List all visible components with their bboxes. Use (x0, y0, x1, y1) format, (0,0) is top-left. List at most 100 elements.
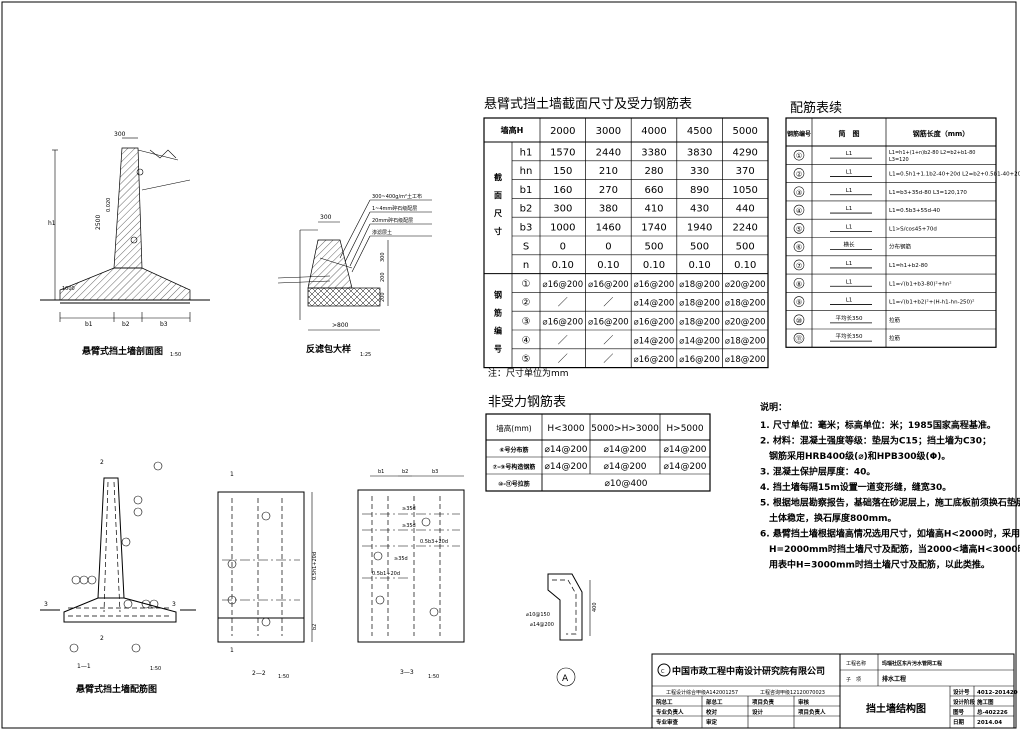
dim-h1-1: 2440 (596, 147, 621, 158)
rebar-view-2-2: 0.5h1+20d b2 1 1 2—2 1:50 (217, 471, 318, 680)
rebar-view-3-3: b1 b2 b3 ≥35d ≥35d 0.5b3+20d 0.5b1+20d ≥… (357, 469, 465, 680)
wall-section-drawing: 300 b1 b2 b3 h1 2500 0.020 1000 悬臂式挡土墙剖面… (40, 131, 210, 358)
section-dim-b1: b1 (85, 321, 93, 328)
dim-label-S: S (523, 241, 529, 252)
dim-n-4: 0.10 (734, 260, 756, 271)
dim-n-2: 0.10 (643, 260, 665, 271)
rebar-0-1: ⌀16@200 (588, 280, 629, 290)
dim-b1-0: 160 (553, 185, 572, 196)
config-length-9: 拉筋 (889, 316, 901, 324)
rebar-4-1: ／ (603, 353, 613, 365)
dim-n-0: 0.10 (552, 260, 574, 271)
section-group-char: 寸 (494, 226, 502, 236)
config-length-5: 分布钢筋 (889, 243, 912, 251)
tb-role-6: 设计 (752, 708, 764, 716)
config-length-1: L1=0.5h1+1.1b2-40+20d L2=b2+0.5b1-40+20d (889, 171, 1020, 177)
config-id-3: ④ (796, 207, 802, 215)
dim-n-3: 0.10 (688, 260, 710, 271)
rebar-1-1: ／ (603, 297, 613, 309)
config-id-10: ⑪ (796, 335, 803, 343)
config-sketch-9: 平均长350 (836, 314, 863, 322)
tb-role-1: 部总工 (706, 698, 723, 706)
rebar-3-0: ／ (558, 334, 568, 346)
rebar-group-char: 钢 (494, 290, 502, 300)
tb-field-value-0: 4012-201420 (977, 690, 1018, 696)
section-dim-b3: b3 (160, 321, 168, 328)
company-name: 中国市政工程中南设计研究院有限公司 (672, 665, 825, 677)
dim-hn-3: 330 (690, 166, 709, 177)
non-0-2: ⌀14@200 (663, 445, 706, 455)
svg-text:≥35d: ≥35d (402, 523, 416, 529)
rebar-2-3: ⌀18@200 (679, 318, 720, 328)
tb-role-3: 审核 (798, 698, 810, 706)
svg-text:b2: b2 (402, 469, 408, 475)
notes-block: 1. 尺寸单位：毫米；标高单位：米；1985国家高程基准。2. 材料：混凝土强度… (760, 419, 1020, 571)
notes-heading: 说明： (760, 401, 787, 413)
rebar-group-char: 筋 (493, 308, 502, 318)
dim-b2-4: 440 (736, 204, 755, 215)
section-group-char: 尺 (494, 209, 502, 218)
rebar-11-label: 1—1 (77, 663, 91, 670)
rebar-3-2: ⌀14@200 (634, 336, 675, 346)
rebar-label-1: ② (522, 298, 531, 309)
dim-label-b1: b1 (520, 185, 533, 196)
title-block: C 中国市政工程中南设计研究院有限公司 工程设计综合甲级A142001257 工… (651, 653, 1018, 729)
dim-label-hn: hn (520, 166, 533, 177)
tb-role-9: 审定 (706, 718, 718, 726)
rebar-section-1-1: 3 3 2 2 1—1 1:50 悬臂式挡土墙配筋图 (40, 459, 196, 695)
header-height-5000: 5000 (732, 126, 757, 137)
dim-b3-0: 1000 (550, 223, 575, 234)
section-scale: 1:50 (170, 352, 181, 358)
dim-hn-0: 150 (553, 166, 572, 177)
title-block-roles: 院总工部总工项目负责审核专业负责人校对设计项目负责人专业审查审定 (656, 698, 826, 726)
dim-hn-2: 280 (644, 166, 663, 177)
config-id-6: ⑦ (796, 262, 802, 270)
rebar-3-4: ⌀18@200 (725, 336, 766, 346)
rebar-label-4: ⑤ (522, 354, 531, 365)
section-group-char: 截 (494, 172, 502, 182)
rebar-1-4: ⌀18@200 (725, 299, 766, 309)
svg-text:⌀10@150: ⌀10@150 (526, 612, 550, 618)
dim-S-2: 500 (644, 241, 663, 252)
filter-dim-800: >800 (332, 322, 349, 329)
detail-a-drawing: 400 ⌀10@150 ⌀14@200 A (526, 573, 598, 687)
section-dim-300: 300 (114, 131, 126, 138)
non-label-0: ⑥号分布筋 (499, 446, 528, 454)
filter-dim-v300: 300 (380, 252, 386, 262)
note-line-6: 土体稳定，换石厚度800mm。 (760, 512, 897, 524)
non-table-title: 非受力钢筋表 (488, 394, 566, 410)
svg-text:0.5b3+20d: 0.5b3+20d (420, 539, 448, 545)
config-sketch-10: 平均长350 (836, 332, 863, 340)
dim-label-h1: h1 (520, 147, 533, 158)
non-0-0: ⌀14@200 (544, 445, 587, 455)
dim-label-n: n (523, 260, 529, 271)
config-id-5: ⑥ (796, 244, 802, 252)
dim-b2-1: 380 (599, 204, 618, 215)
tb-field-value-3: 2014.04 (977, 720, 1002, 726)
non-header-3: H>5000 (666, 424, 703, 434)
view-22-label: 2—2 (252, 670, 266, 677)
tb-field-value-1: 施工图 (977, 698, 994, 706)
config-length-3: L1=0.5b3+55d-40 (889, 208, 940, 214)
config-sketch-4: L1 (846, 224, 853, 230)
config-header-length: 钢筋长度（mm） (913, 129, 970, 138)
tb-role-8: 专业审查 (656, 718, 679, 726)
config-sketch-7: L1 (846, 279, 853, 285)
config-length-6: L1=h1+b2-80 (889, 263, 928, 269)
rebar-4-4: ⌀18@200 (725, 355, 766, 365)
tb-field-label-1: 设计阶段 (953, 698, 976, 706)
dim-S-4: 500 (736, 241, 755, 252)
detail-a-label: A (562, 674, 569, 684)
dim-h1-3: 3830 (687, 147, 712, 158)
note-line-0: 1. 尺寸单位：毫米；标高单位：米；1985国家高程基准。 (760, 419, 996, 431)
section-dim-b2: b2 (122, 321, 130, 328)
rebar-label-2: ③ (522, 317, 531, 328)
rebar-4-0: ／ (558, 353, 568, 365)
section-dim-slope: 0.020 (106, 198, 112, 212)
rebar-label-3: ④ (522, 335, 531, 346)
filter-dim-v200b: 200 (380, 292, 386, 302)
dim-b2-2: 410 (644, 204, 663, 215)
header-wall-height: 墙高H (501, 125, 524, 135)
non-header-1: H<3000 (547, 424, 584, 434)
